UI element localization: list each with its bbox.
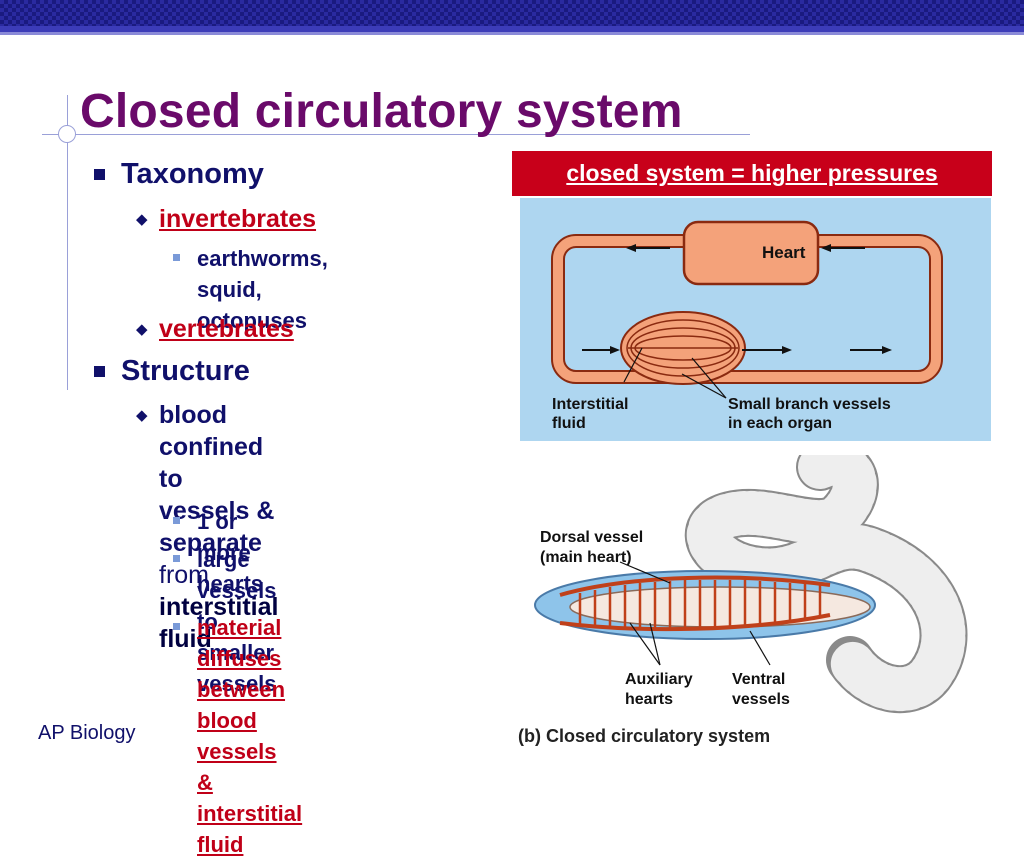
small-square-bullet-icon bbox=[173, 517, 180, 524]
bullet-text: 1 or more hearts bbox=[197, 509, 264, 596]
square-bullet-icon bbox=[94, 169, 105, 180]
bullet-blood-confined: ◆ blood confined to vessels & separate f… bbox=[136, 399, 279, 655]
bullet-text: vessels bbox=[197, 671, 277, 696]
diamond-bullet-icon: ◆ bbox=[136, 211, 148, 228]
bullet-text: octopuses bbox=[197, 308, 308, 333]
decor-horizontal-line bbox=[42, 134, 750, 135]
bullet-hearts: 1 or more hearts bbox=[173, 506, 264, 599]
bullet-structure: Structure bbox=[94, 355, 250, 388]
bullet-diffuses: material diffuses between blood vessels … bbox=[173, 612, 303, 860]
bullet-text: material diffuses bbox=[197, 615, 282, 671]
aux-label-2: hearts bbox=[625, 691, 673, 708]
header-pattern bbox=[0, 0, 1024, 26]
figure-caption: (b) Closed circulatory system bbox=[518, 726, 771, 746]
bullet-text: vertebrates bbox=[159, 315, 294, 343]
bullet-text: & interstitial fluid bbox=[197, 770, 303, 857]
bullet-taxonomy: Taxonomy bbox=[94, 158, 264, 191]
bullet-text: between blood vessels bbox=[197, 677, 286, 764]
square-bullet-icon bbox=[94, 366, 105, 377]
heart-label: Heart bbox=[762, 243, 806, 262]
earthworm-svg: Dorsal vessel (main heart) Auxiliary hea… bbox=[534, 439, 968, 714]
earthworm-diagram: Dorsal vessel (main heart) Auxiliary hea… bbox=[520, 439, 980, 722]
diamond-bullet-icon: ◆ bbox=[136, 321, 148, 338]
branch-label-1: Small branch vessels bbox=[728, 396, 891, 413]
bullet-invert-examples: earthworms, squid, octopuses bbox=[173, 243, 328, 336]
header-bar-thin bbox=[0, 32, 1024, 35]
decor-crosshair-circle bbox=[58, 125, 76, 143]
interstitial-label-2: fluid bbox=[552, 415, 586, 432]
ventral-label-1: Ventral bbox=[732, 671, 785, 688]
bullet-invertebrates: ◆ invertebrates bbox=[136, 203, 317, 235]
decor-vertical-line bbox=[67, 95, 68, 390]
bullet-text: Taxonomy bbox=[121, 158, 264, 190]
circulation-diagram: Heart Interstitial fluid Small branch ve… bbox=[520, 198, 991, 441]
dorsal-label-1: Dorsal vessel bbox=[540, 529, 643, 546]
bullet-vessels: large vessels to smaller vessels bbox=[173, 544, 277, 699]
bullet-text: earthworms, squid, bbox=[197, 246, 328, 302]
aux-label-1: Auxiliary bbox=[625, 671, 693, 688]
small-square-bullet-icon bbox=[173, 555, 180, 562]
footer-course: AP Biology bbox=[38, 722, 136, 744]
branch-label-2: in each organ bbox=[728, 415, 832, 432]
header-bar bbox=[0, 26, 1024, 32]
circulation-svg: Heart Interstitial fluid Small branch ve… bbox=[551, 220, 943, 432]
bullet-text: from interstitial fluid bbox=[159, 561, 279, 653]
slide-title: Closed circulatory system bbox=[80, 85, 683, 138]
diamond-bullet-icon: ◆ bbox=[136, 407, 148, 424]
small-square-bullet-icon bbox=[173, 623, 180, 630]
dorsal-label-2: (main heart) bbox=[540, 549, 632, 566]
pressure-callout: closed system = higher pressures bbox=[512, 151, 992, 196]
interstitial-label-1: Interstitial bbox=[552, 396, 628, 413]
bullet-text: blood confined to bbox=[159, 401, 264, 493]
bullet-text: invertebrates bbox=[159, 205, 317, 233]
bullet-text: large vessels to smaller bbox=[197, 547, 277, 665]
ventral-label-2: vessels bbox=[732, 691, 790, 708]
small-square-bullet-icon bbox=[173, 254, 180, 261]
bullet-text: Structure bbox=[121, 355, 250, 387]
bullet-vertebrates: ◆ vertebrates bbox=[136, 313, 294, 345]
